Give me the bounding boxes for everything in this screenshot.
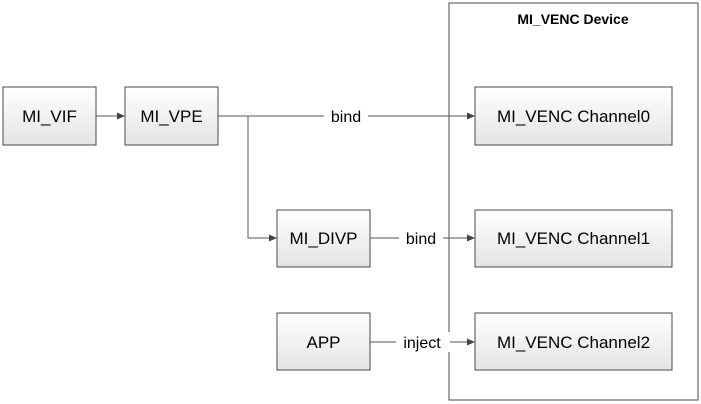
edge-label-inject-ch2: inject [403, 335, 441, 352]
node-venc-channel0: MI_VENC Channel0 [474, 86, 673, 146]
node-label-venc-channel1: MI_VENC Channel1 [497, 229, 650, 248]
node-app: APP [276, 312, 371, 371]
node-mi-divp: MI_DIVP [276, 209, 371, 268]
node-venc-channel2: MI_VENC Channel2 [474, 312, 673, 371]
node-venc-channel1: MI_VENC Channel1 [474, 209, 673, 268]
device-title: MI_VENC Device [517, 11, 628, 27]
node-mi-vpe: MI_VPE [124, 86, 219, 146]
node-label-mi-vpe: MI_VPE [140, 107, 202, 126]
node-label-app: APP [306, 333, 340, 352]
node-label-venc-channel0: MI_VENC Channel0 [497, 107, 650, 126]
edge-labels: bind bind inject [324, 106, 450, 352]
edge-label-bind-ch1: bind [406, 231, 436, 248]
node-mi-vif: MI_VIF [2, 86, 97, 146]
edge-label-bind-ch0: bind [331, 109, 361, 126]
node-label-mi-vif: MI_VIF [22, 107, 77, 126]
node-label-mi-divp: MI_DIVP [289, 229, 357, 248]
node-label-venc-channel2: MI_VENC Channel2 [497, 333, 650, 352]
edge-vpe-divp [247, 116, 277, 242]
